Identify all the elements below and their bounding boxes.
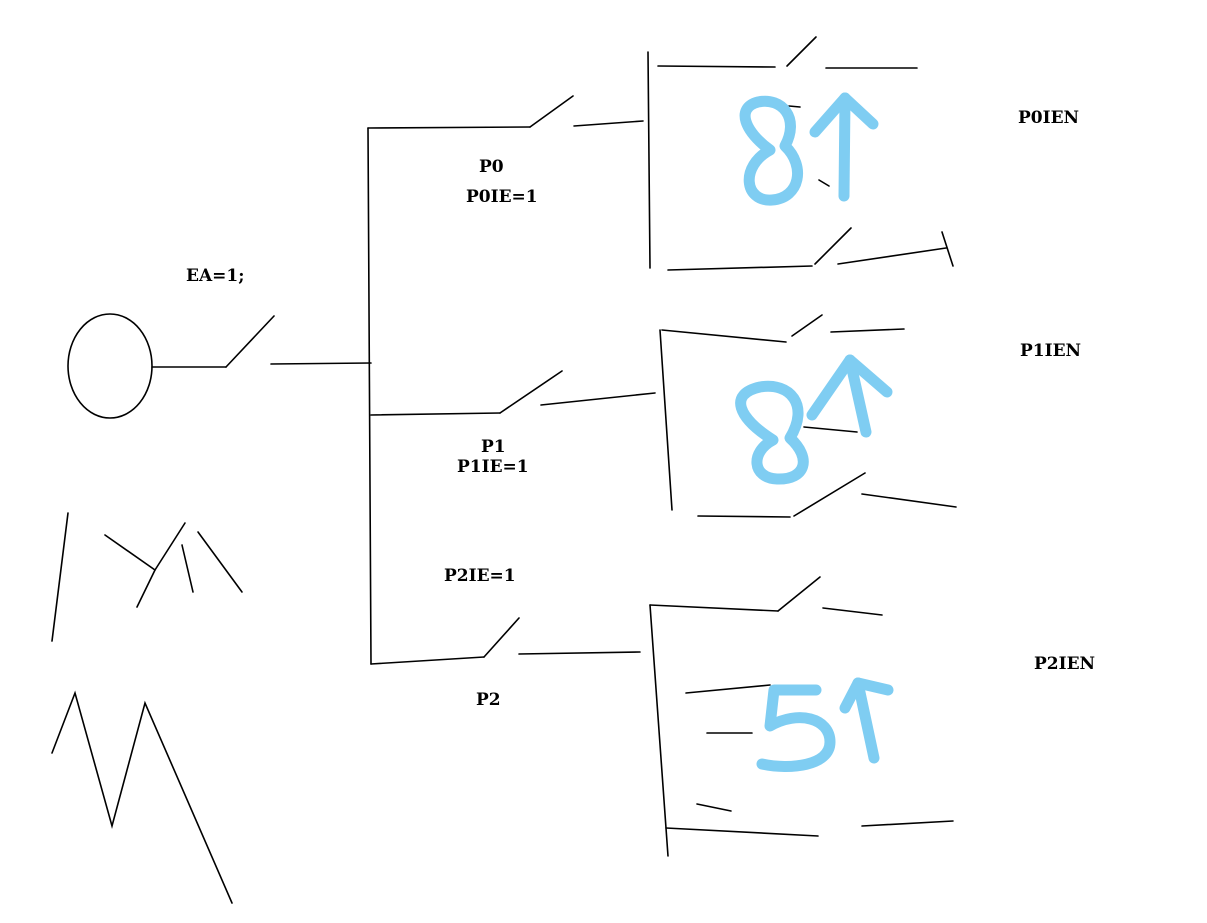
figure-legs	[51, 690, 233, 904]
figure-stroke	[197, 531, 243, 593]
handwritten-up-arrow	[844, 354, 872, 438]
p2-sub-bus	[649, 604, 669, 857]
handwritten-digit-8	[735, 380, 809, 485]
switch-blade	[786, 36, 817, 67]
wire	[697, 515, 791, 518]
wire	[818, 179, 830, 187]
wire	[685, 684, 771, 694]
wire	[667, 265, 813, 271]
wire	[370, 412, 501, 416]
ea-label: EA=1;	[186, 266, 245, 286]
handwritten-digit-5	[756, 684, 836, 772]
figure-stroke	[51, 512, 69, 642]
p1-switch-blade	[499, 370, 563, 414]
handwritten-up-arrow-head	[809, 92, 879, 138]
handwritten-up-arrow	[838, 92, 851, 202]
figure-stroke	[181, 544, 194, 593]
switch-blade	[814, 227, 852, 265]
wire	[518, 651, 641, 655]
wire	[837, 247, 947, 265]
figure-stroke	[104, 534, 157, 608]
wire	[540, 392, 656, 406]
stick-figure	[51, 313, 243, 904]
p0ien-label: P0IEN	[1018, 108, 1080, 128]
ea-master-switch	[225, 315, 372, 368]
figure-head	[67, 313, 153, 419]
p1ie-label: P1IE=1	[457, 457, 529, 477]
wire	[696, 803, 732, 812]
handwritten-up-arrow	[852, 677, 880, 764]
p0ie-label: P0IE=1	[466, 187, 538, 207]
wire	[830, 328, 905, 333]
p1-sub-bus	[659, 329, 673, 511]
p2ie-label: P2IE=1	[444, 566, 516, 586]
wire	[270, 362, 372, 365]
wire-end	[941, 231, 954, 267]
p2ien-label: P2IEN	[1034, 654, 1096, 674]
handwritten-digit-8	[739, 95, 804, 206]
wire	[367, 126, 531, 129]
p1ien-label: P1IEN	[1020, 341, 1082, 361]
p0-sub-bus	[647, 51, 651, 269]
wire	[861, 820, 954, 827]
wire	[649, 604, 779, 612]
wire	[803, 426, 858, 433]
p2-label: P2	[476, 690, 501, 710]
switch-blade	[777, 576, 821, 612]
wire	[370, 656, 485, 665]
p1-label: P1	[481, 437, 506, 457]
handwritten-note-p2	[756, 677, 894, 772]
handwritten-note-p1	[735, 354, 893, 485]
p2-switch-blade	[483, 617, 520, 658]
wire	[861, 493, 957, 508]
p0-label: P0	[479, 157, 504, 177]
handwritten-up-arrow-head	[839, 677, 894, 714]
wire	[822, 607, 883, 616]
switch-blade	[791, 314, 823, 337]
wire	[657, 65, 776, 68]
figure-stroke	[154, 522, 186, 571]
handwritten-note-p0	[739, 92, 879, 206]
p2-branch	[370, 576, 954, 857]
p0-branch	[367, 36, 954, 271]
wire	[665, 827, 819, 837]
handwritten-up-arrow-head	[806, 354, 893, 421]
wire	[573, 120, 644, 127]
wire	[788, 105, 801, 108]
p0-switch-blade	[529, 95, 574, 128]
wire	[661, 329, 787, 343]
switch-blade	[225, 315, 275, 368]
p1-branch	[370, 314, 957, 518]
switch-blade	[793, 472, 866, 517]
main-bus-line	[367, 127, 372, 665]
